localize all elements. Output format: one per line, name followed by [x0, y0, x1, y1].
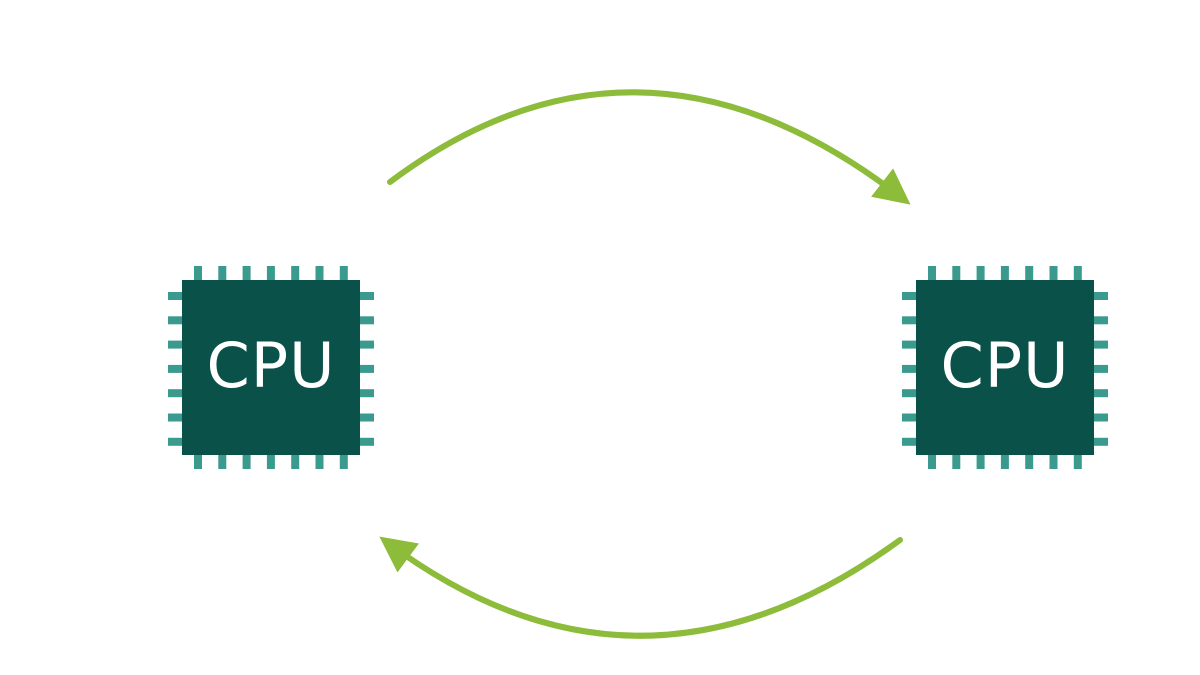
- chip-pin: [339, 455, 348, 469]
- chip-pin: [1094, 413, 1108, 422]
- chip-pins: [168, 266, 374, 469]
- chip-pin: [168, 437, 182, 446]
- chip-pin: [360, 340, 374, 349]
- chip-pin: [902, 413, 916, 422]
- chip-pin: [1094, 389, 1108, 398]
- chip-pin: [315, 266, 324, 280]
- chip-pins: [902, 266, 1108, 469]
- chip-pin: [218, 455, 227, 469]
- chip-pin: [291, 266, 300, 280]
- arrow-left-to-right: [387, 89, 911, 205]
- chip-pin: [1073, 455, 1082, 469]
- chip-pin: [360, 389, 374, 398]
- chip-pin: [1094, 316, 1108, 325]
- chip-pin: [1094, 437, 1108, 446]
- chip-pin: [1094, 364, 1108, 373]
- chip-pin: [902, 316, 916, 325]
- chip-pin: [315, 455, 324, 469]
- chip-pin: [1094, 292, 1108, 300]
- chip-pin: [242, 266, 251, 280]
- chip-pin: [194, 455, 202, 469]
- chip-pin: [928, 455, 936, 469]
- chip-pin: [168, 340, 182, 349]
- chip-body: [182, 280, 360, 455]
- cpu-chip-right: CPU: [902, 266, 1108, 469]
- chip-body: [916, 280, 1094, 455]
- chip-pin: [242, 455, 251, 469]
- chip-pin: [902, 437, 916, 446]
- chip-pin: [928, 266, 936, 280]
- chip-pin: [266, 455, 275, 469]
- chip-pin: [902, 364, 916, 373]
- chip-pin: [1073, 266, 1082, 280]
- chip-pin: [1049, 266, 1058, 280]
- chip-pin: [952, 455, 961, 469]
- chip-pin: [168, 316, 182, 325]
- chip-pin: [1000, 455, 1009, 469]
- chip-pin: [360, 292, 374, 300]
- arrow-right-to-left: [379, 536, 903, 639]
- chip-pin: [218, 266, 227, 280]
- chip-pin: [360, 413, 374, 422]
- chip-pin: [902, 292, 916, 300]
- chip-pin: [168, 413, 182, 422]
- chip-pin: [952, 266, 961, 280]
- chip-pin: [266, 266, 275, 280]
- chip-pin: [360, 316, 374, 325]
- chip-pin: [168, 389, 182, 398]
- chip-pin: [339, 266, 348, 280]
- chip-pin: [976, 266, 985, 280]
- chip-pin: [1000, 266, 1009, 280]
- chip-label: CPU: [940, 329, 1069, 402]
- chip-pin: [168, 364, 182, 373]
- chip-pin: [902, 340, 916, 349]
- cpu-chip-left: CPU: [168, 266, 374, 469]
- chip-pin: [360, 364, 374, 373]
- chip-pin: [291, 455, 300, 469]
- chip-pin: [976, 455, 985, 469]
- chip-label: CPU: [206, 329, 335, 402]
- chip-pin: [360, 437, 374, 446]
- chip-pin: [1025, 455, 1034, 469]
- chip-pin: [1094, 340, 1108, 349]
- chip-pin: [168, 292, 182, 300]
- chip-pin: [1025, 266, 1034, 280]
- chip-pin: [1049, 455, 1058, 469]
- chip-pin: [902, 389, 916, 398]
- chip-pin: [194, 266, 202, 280]
